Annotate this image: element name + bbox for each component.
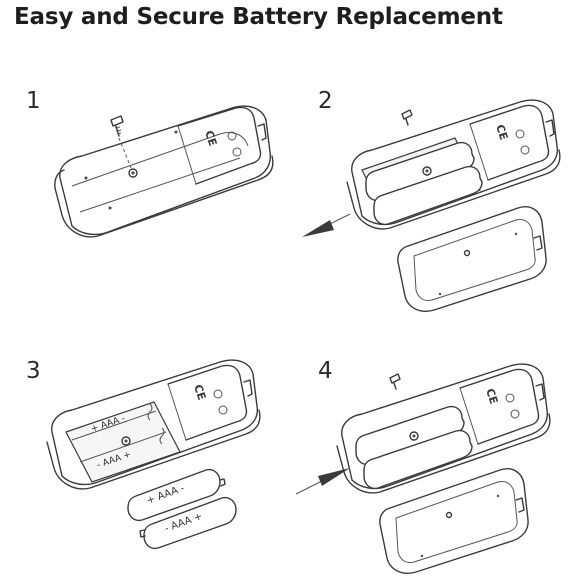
step-number-3: 3 xyxy=(26,358,41,384)
svg-text:CE: CE xyxy=(483,387,500,406)
device-closed: CE xyxy=(54,105,274,238)
step-number-1: 1 xyxy=(26,88,41,114)
svg-text:CE: CE xyxy=(191,383,208,402)
battery-cover xyxy=(397,206,547,312)
battery-icon: + AAA - xyxy=(127,468,226,522)
screw-icon xyxy=(389,373,401,390)
device-open-loaded: CE xyxy=(336,363,551,494)
battery-icon: - AAA + xyxy=(139,496,237,550)
arrow-in-icon xyxy=(295,468,350,495)
step-number-2: 2 xyxy=(318,88,333,114)
screw-icon xyxy=(401,109,413,126)
device-open: CE xyxy=(346,99,561,230)
device-open-empty: + AAA - - AAA + CE xyxy=(46,359,261,490)
page-title: Easy and Secure Battery Replacement xyxy=(14,4,503,30)
ce-mark-icon: CE xyxy=(202,129,219,148)
battery-cover xyxy=(379,468,529,574)
screw-icon xyxy=(110,115,132,169)
arrow-out-icon xyxy=(302,213,351,237)
svg-text:CE: CE xyxy=(493,123,510,142)
step-number-4: 4 xyxy=(318,358,333,384)
